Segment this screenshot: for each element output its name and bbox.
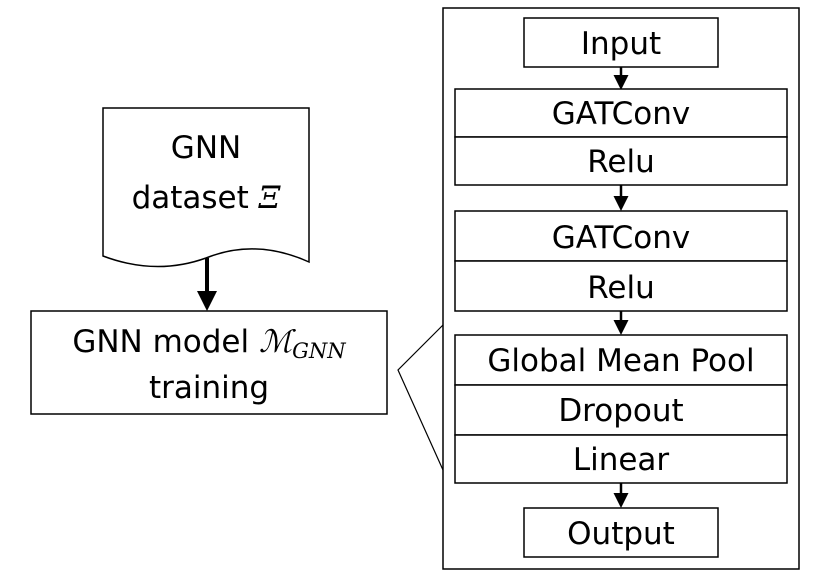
gatconv-layer-2 [454, 210, 788, 262]
dataset-label-line1: GNN [171, 130, 241, 166]
dataset-label-line2: dataset Ξ [132, 180, 282, 216]
dataset-xi-symbol: Ξ [258, 180, 282, 216]
relu-label-1: Relu [587, 144, 654, 180]
dropout-layer [454, 384, 788, 436]
gatconv-label-2: GATConv [552, 220, 691, 256]
dropout-label: Dropout [558, 393, 683, 429]
global-mean-pool-layer [454, 334, 788, 386]
gatconv-label-1: GATConv [552, 96, 691, 132]
linear-label: Linear [573, 442, 670, 478]
relu-label-2: Relu [587, 270, 654, 306]
output-label: Output [567, 516, 675, 552]
training-label-line1: GNN model ℳGNN [72, 324, 346, 363]
output-layer [523, 507, 719, 558]
relu-layer-1 [454, 136, 788, 186]
training-box [30, 310, 388, 415]
model-symbol: ℳ [259, 324, 296, 360]
training-label-line2: training [149, 370, 269, 406]
zoom-connector [397, 324, 444, 471]
input-label: Input [581, 26, 661, 62]
gatconv-layer-1 [454, 88, 788, 138]
input-layer [523, 17, 719, 68]
global-mean-pool-label: Global Mean Pool [487, 343, 754, 379]
dataset-document-shape [102, 107, 310, 268]
linear-layer [454, 434, 788, 484]
model-subscript: GNN [292, 339, 346, 363]
